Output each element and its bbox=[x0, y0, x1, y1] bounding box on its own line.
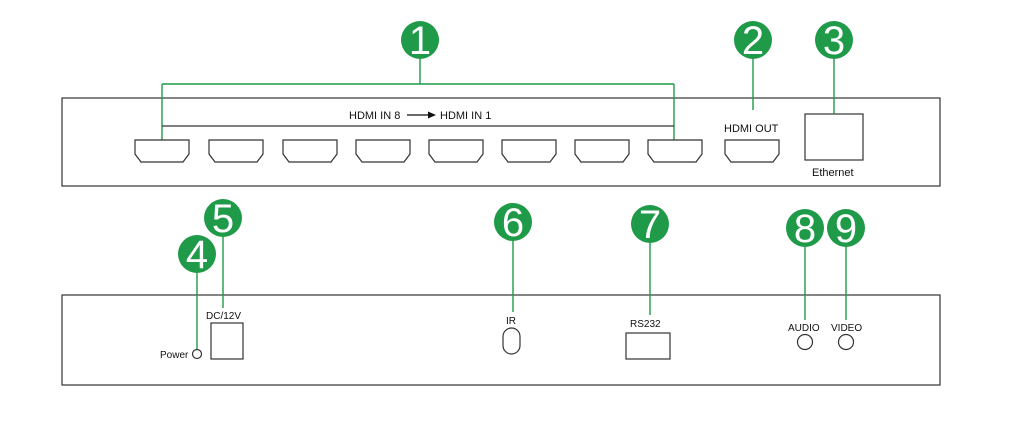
rear-panel bbox=[61, 294, 941, 386]
ethernet-label: Ethernet bbox=[812, 167, 854, 179]
audio-label: AUDIO bbox=[788, 323, 820, 334]
svg-text:4: 4 bbox=[186, 233, 208, 277]
ir-sensor-icon bbox=[502, 327, 521, 355]
hdmi-out-port-icon bbox=[724, 139, 780, 163]
hdmi-input-ports bbox=[134, 139, 703, 163]
svg-text:6: 6 bbox=[502, 201, 524, 245]
arrow-right-icon bbox=[407, 111, 436, 119]
hdmi-port-icon bbox=[355, 139, 411, 163]
svg-text:2: 2 bbox=[742, 19, 764, 63]
ethernet-port-icon bbox=[804, 113, 864, 161]
svg-text:7: 7 bbox=[639, 203, 661, 247]
badge-5: 5 bbox=[204, 197, 242, 241]
dc-jack-icon bbox=[210, 322, 244, 360]
power-label: Power bbox=[160, 350, 189, 361]
hdmi-port-icon bbox=[647, 139, 703, 163]
front-panel bbox=[61, 97, 941, 187]
svg-text:5: 5 bbox=[212, 197, 234, 241]
rs232-label: RS232 bbox=[630, 319, 661, 330]
dc-label: DC/12V bbox=[206, 311, 241, 322]
hdmi-out-label: HDMI OUT bbox=[724, 123, 779, 135]
hdmi-port-icon bbox=[501, 139, 557, 163]
audio-jack-icon bbox=[796, 333, 814, 351]
svg-text:1: 1 bbox=[409, 19, 431, 63]
hdmi-input-bracket bbox=[161, 58, 675, 140]
hdmi-port-icon bbox=[282, 139, 338, 163]
badge-4: 4 bbox=[178, 233, 216, 277]
badge-7: 7 bbox=[631, 203, 669, 247]
hdmi-port-icon bbox=[428, 139, 484, 163]
video-label: VIDEO bbox=[831, 323, 862, 334]
badge-3: 3 bbox=[815, 19, 853, 63]
ir-label: IR bbox=[506, 316, 516, 327]
badge-9: 9 bbox=[827, 207, 865, 251]
input-range-from: HDMI IN 8 bbox=[349, 110, 400, 122]
hdmi-port-icon bbox=[134, 139, 190, 163]
svg-text:9: 9 bbox=[835, 207, 857, 251]
svg-text:3: 3 bbox=[823, 19, 845, 63]
svg-text:8: 8 bbox=[794, 207, 816, 251]
badge-6: 6 bbox=[494, 201, 532, 245]
power-led-icon bbox=[191, 348, 203, 360]
badge-8: 8 bbox=[786, 207, 824, 251]
hdmi-port-icon bbox=[208, 139, 264, 163]
badge-1: 1 bbox=[401, 19, 439, 63]
badge-2: 2 bbox=[734, 19, 772, 63]
input-range-to: HDMI IN 1 bbox=[440, 110, 491, 122]
video-jack-icon bbox=[837, 333, 855, 351]
hdmi-port-icon bbox=[574, 139, 630, 163]
rs232-port-icon bbox=[625, 332, 671, 360]
